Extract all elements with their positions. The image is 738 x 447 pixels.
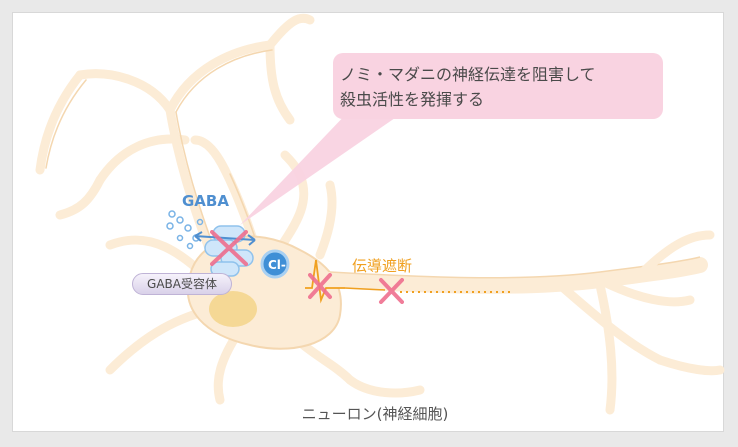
chloride-label: Cl-: [268, 258, 286, 272]
callout-box: [333, 53, 663, 119]
gaba-receptor-label: GABA受容体: [132, 273, 232, 295]
action-potential-spike: [305, 259, 345, 304]
receptor-block-mark: [210, 230, 248, 266]
callout-pointer: [240, 110, 395, 225]
axon-outline: [329, 256, 701, 279]
gaba-arrow-heads: [194, 231, 256, 246]
gaba-molecules: [166, 210, 204, 250]
signal-line: [344, 287, 386, 291]
gaba-label: GABA: [182, 192, 229, 210]
callout-line-2: 殺虫活性を発揮する: [340, 90, 485, 109]
gaba-binding-arrow: [194, 235, 256, 241]
dendrite-outlines: [45, 49, 273, 301]
neuron-caption: ニューロン(神経細胞): [301, 405, 449, 423]
axon-terminals: [555, 230, 725, 415]
signal-block-label: 伝導遮断: [352, 257, 413, 275]
nucleus: [209, 291, 257, 327]
chloride-ion: Cl-: [260, 249, 290, 279]
callout-line-1: ノミ・マダニの神経伝達を阻害して: [340, 65, 596, 84]
callout-text: ノミ・マダニの神経伝達を阻害して 殺虫活性を発揮する: [340, 62, 670, 112]
signal-block-marks: [308, 273, 404, 304]
